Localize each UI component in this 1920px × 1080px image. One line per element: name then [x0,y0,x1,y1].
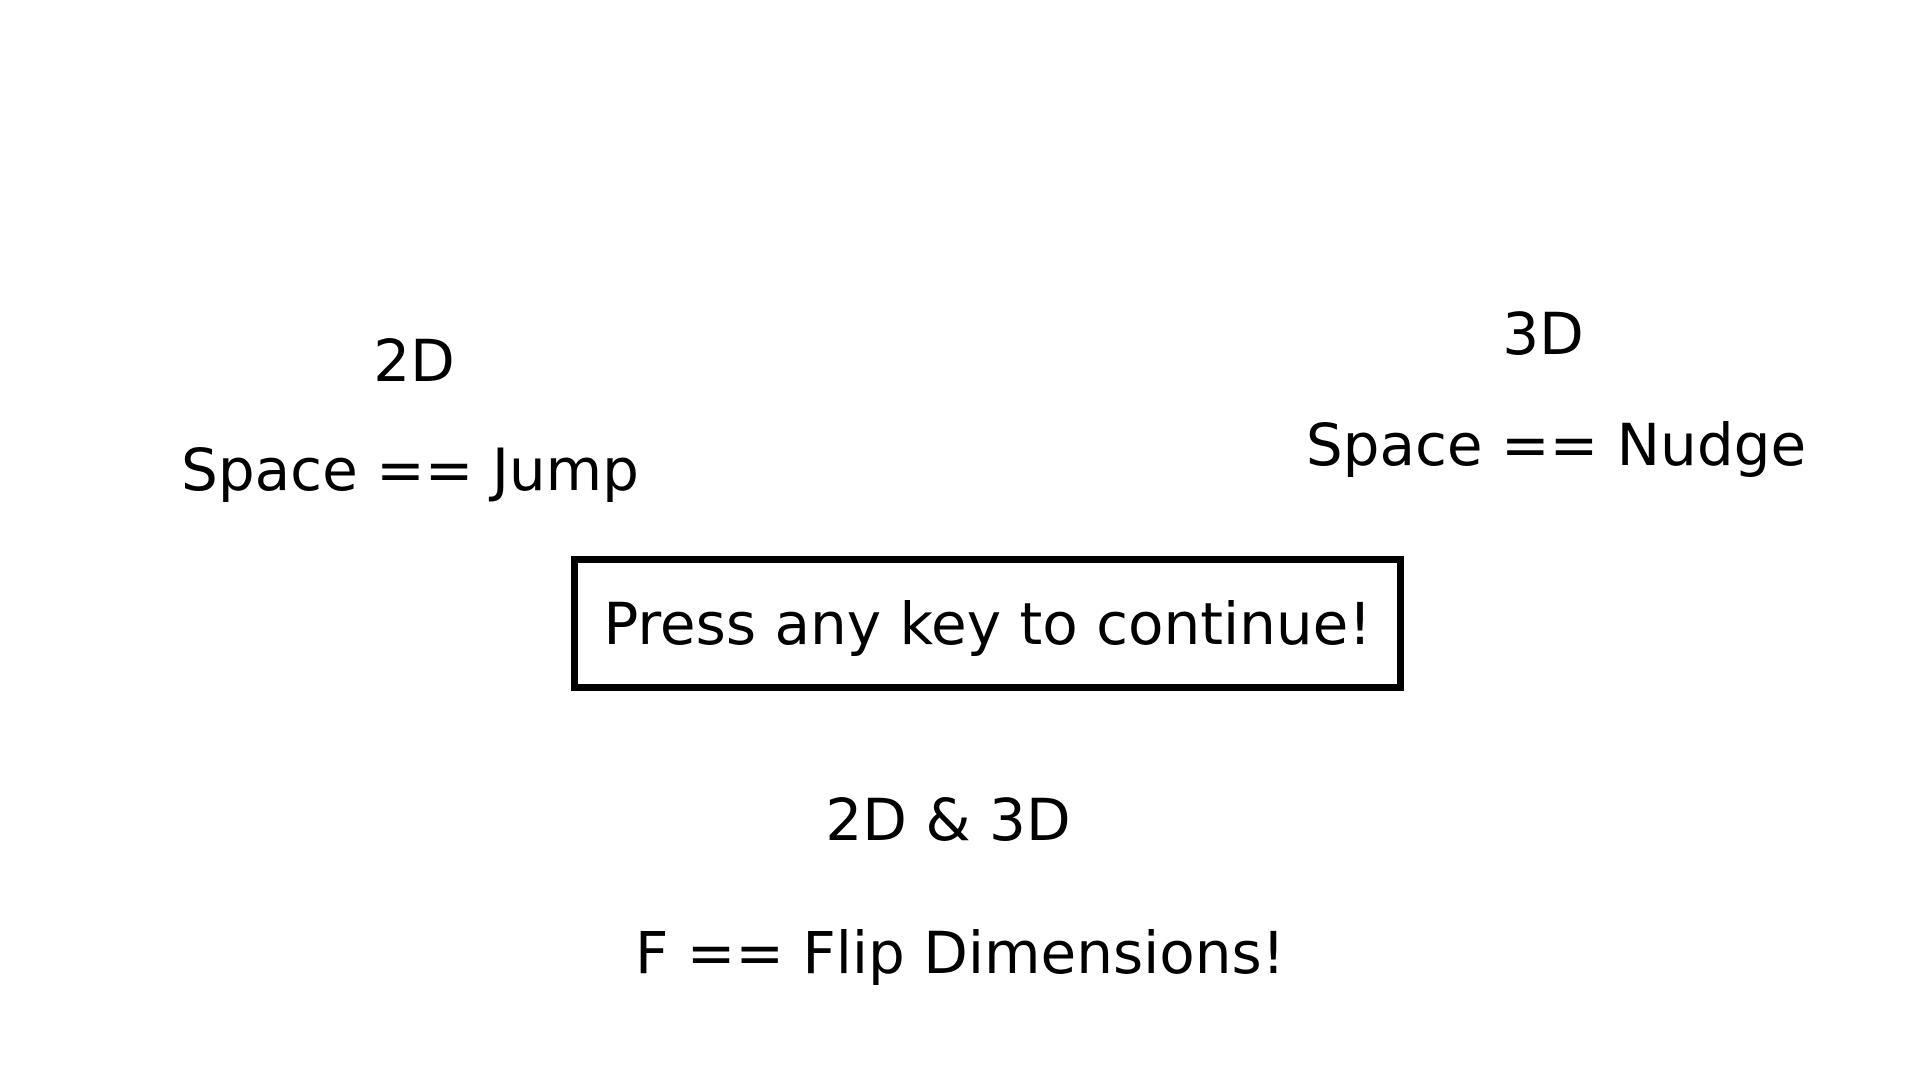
flip-dimensions-control-text: F == Flip Dimensions! [634,919,1286,987]
press-any-key-prompt[interactable]: Press any key to continue! [571,556,1404,691]
3d-nudge-control-text: Space == Nudge [1305,411,1807,479]
2d-mode-heading: 2D [373,327,455,395]
3d-mode-heading: 3D [1502,300,1584,368]
both-modes-heading: 2D & 3D [825,786,1071,854]
2d-jump-control-text: Space == Jump [181,436,639,504]
press-any-key-label: Press any key to continue! [603,589,1372,658]
